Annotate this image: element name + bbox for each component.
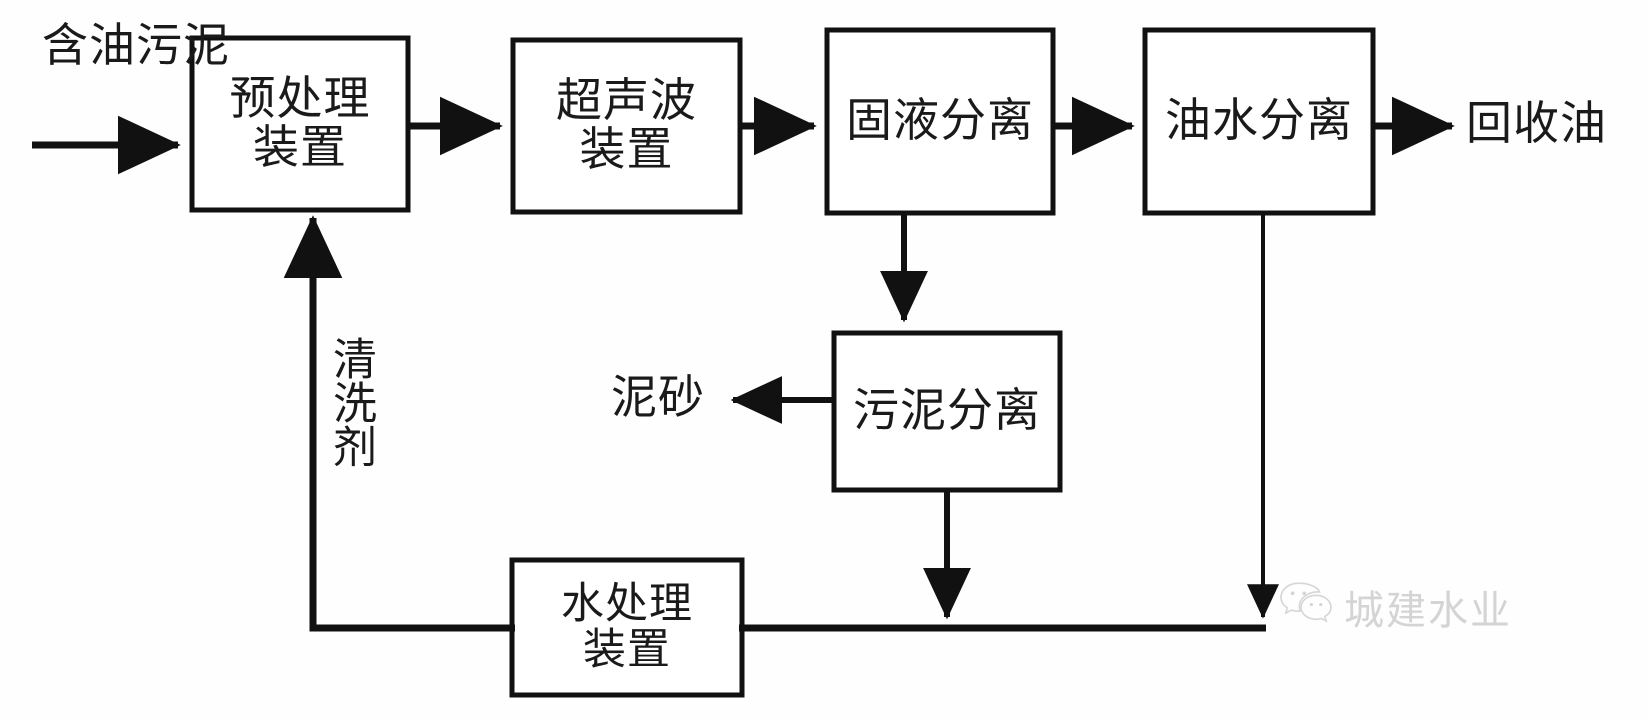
- arrow-water-treatment-recycle-to-pretreatment: [283, 215, 515, 632]
- box-water-treatment[interactable]: [509, 557, 745, 698]
- wechat-icon: [1278, 580, 1334, 634]
- box-solid-liquid-separation[interactable]: [824, 27, 1056, 216]
- label-feed-oily-sludge: 含油污泥: [42, 20, 230, 71]
- label-recovered-oil: 回收油: [1466, 98, 1607, 149]
- box-oil-water-separation[interactable]: [1142, 27, 1376, 216]
- label-mud-sand-text: 泥砂: [611, 372, 705, 423]
- box-pretreatment[interactable]: [189, 35, 411, 213]
- label-detergent: 清洗剂: [326, 336, 375, 468]
- label-mud-sand: 泥砂: [611, 372, 705, 423]
- watermark-text: 城建水业: [1344, 589, 1512, 633]
- box-ultrasonic[interactable]: [510, 37, 743, 215]
- label-feed-oily-sludge-text: 含油污泥: [42, 20, 230, 71]
- box-sludge-separation[interactable]: [831, 330, 1063, 493]
- watermark: 城建水业: [1278, 578, 1512, 636]
- label-recovered-oil-text: 回收油: [1466, 98, 1607, 149]
